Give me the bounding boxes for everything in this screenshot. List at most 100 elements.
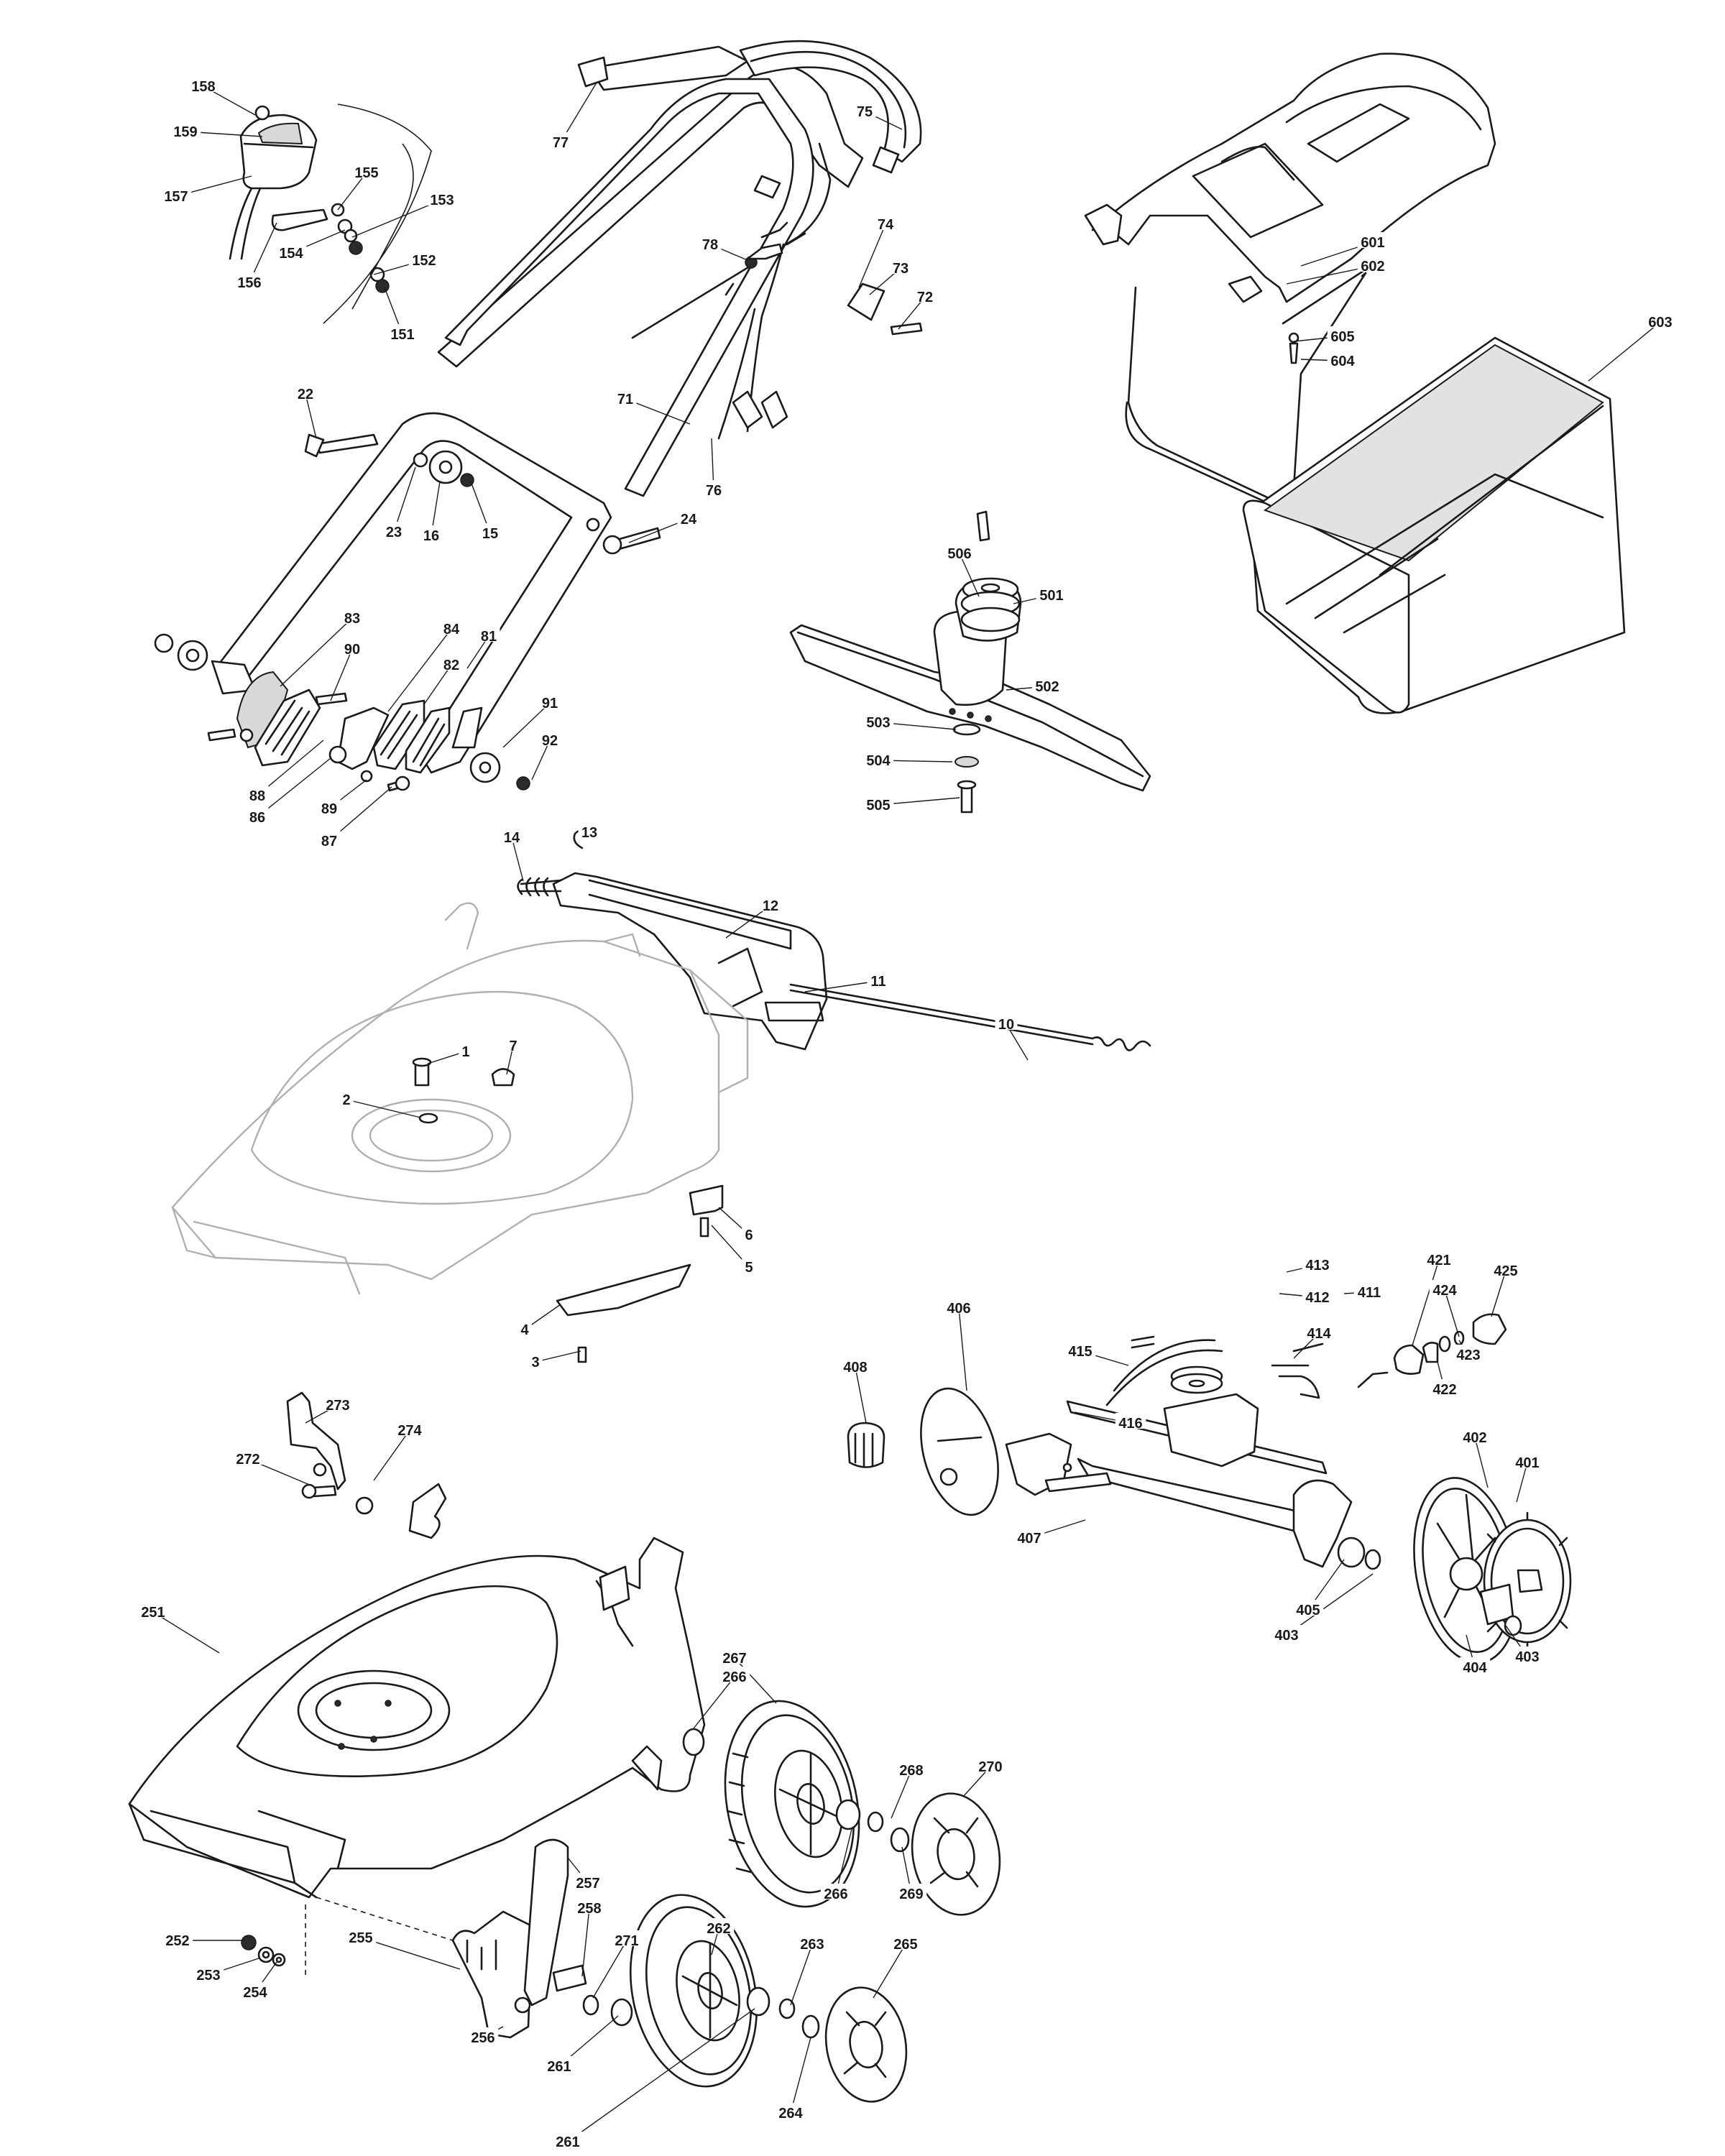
callout-label-258: 258: [577, 1901, 601, 1917]
callout-label-87: 87: [321, 834, 337, 849]
callout-label-425: 425: [1494, 1263, 1517, 1279]
callout-label-501: 501: [1039, 588, 1063, 604]
callout-label-77: 77: [553, 135, 569, 151]
callout-label-405: 405: [1296, 1603, 1320, 1618]
leader-line-155: [337, 172, 367, 211]
callout-label-156: 156: [237, 275, 261, 291]
grass-box-lid: [1084, 52, 1496, 303]
callout-label-75: 75: [857, 104, 873, 120]
leader-line-266: [835, 1828, 852, 1894]
callout-label-83: 83: [344, 611, 360, 627]
callout-bg-401: [1512, 1452, 1543, 1468]
callout-bg-506: [944, 543, 975, 559]
callout-label-252: 252: [165, 1933, 189, 1949]
callout-bg-602: [1357, 256, 1389, 272]
callout-bg-155: [351, 162, 382, 178]
callout-bg-266: [719, 1667, 750, 1682]
callout-label-262: 262: [707, 1921, 730, 1937]
leader-line-274: [373, 1429, 410, 1481]
callout-label-601: 601: [1361, 235, 1384, 251]
callout-bg-156: [234, 272, 265, 288]
callout-bg-253: [193, 1965, 224, 1981]
callout-label-413: 413: [1305, 1258, 1329, 1273]
callout-bg-408: [840, 1357, 871, 1373]
callout-bg-403: [1512, 1646, 1543, 1662]
callout-bg-72: [914, 287, 937, 303]
callout-label-13: 13: [581, 825, 597, 841]
callout-label-602: 602: [1361, 259, 1384, 275]
callout-label-16: 16: [423, 528, 439, 544]
leader-line-263: [790, 1943, 813, 2006]
callout-label-86: 86: [249, 810, 265, 826]
callout-label-406: 406: [947, 1301, 970, 1317]
callout-label-3: 3: [531, 1355, 539, 1370]
callout-bg-425: [1490, 1261, 1522, 1276]
callout-label-1: 1: [461, 1044, 469, 1060]
callout-label-266: 266: [824, 1886, 847, 1902]
callout-bg-502: [1031, 676, 1063, 692]
leader-line-266: [693, 1676, 735, 1729]
leader-line-3: [535, 1350, 581, 1363]
callout-bg-7: [506, 1036, 520, 1051]
leader-line-424: [1444, 1289, 1460, 1337]
callout-bg-159: [170, 121, 201, 137]
callout-bg-273: [322, 1395, 354, 1411]
upper-handle: [437, 40, 922, 497]
callout-bg-261: [543, 2056, 575, 2072]
callout-label-401: 401: [1515, 1455, 1539, 1471]
leader-line-14: [511, 837, 524, 882]
callout-label-255: 255: [349, 1930, 372, 1946]
rear-wheel: [682, 1700, 1001, 1916]
callout-label-261: 261: [547, 2059, 571, 2075]
leader-line-83: [280, 617, 353, 687]
deck-outline: [171, 902, 749, 1295]
callout-bg-274: [394, 1420, 426, 1436]
callout-label-411: 411: [1358, 1285, 1381, 1301]
callout-label-251: 251: [141, 1605, 165, 1621]
callout-bg-269: [896, 1884, 927, 1899]
callout-label-267: 267: [722, 1651, 746, 1667]
callout-label-89: 89: [321, 801, 337, 817]
callout-bg-404: [1459, 1657, 1491, 1673]
callout-label-265: 265: [893, 1937, 917, 1953]
callout-label-257: 257: [576, 1876, 599, 1892]
leader-line-84: [387, 628, 452, 712]
callout-label-159: 159: [173, 124, 197, 140]
leader-line-265: [873, 1943, 906, 1999]
callout-bg-158: [188, 76, 219, 92]
callout-bg-24: [677, 509, 700, 525]
callout-label-503: 503: [866, 715, 890, 731]
callout-bg-266: [820, 1884, 852, 1899]
leader-line-403: [1286, 1573, 1374, 1636]
callout-bg-405: [1292, 1600, 1324, 1616]
callout-label-603: 603: [1648, 315, 1672, 331]
callout-label-274: 274: [397, 1423, 422, 1439]
callout-bg-5: [742, 1257, 756, 1273]
callout-label-153: 153: [430, 193, 454, 208]
callout-bg-92: [538, 730, 561, 746]
callout-bg-14: [500, 827, 523, 843]
callout-bg-12: [759, 895, 782, 911]
front-height-adjust: [241, 1838, 587, 2039]
leader-line-425: [1491, 1270, 1506, 1317]
callout-label-415: 415: [1068, 1344, 1092, 1360]
callout-label-404: 404: [1463, 1660, 1487, 1676]
grass-box-frame: [1125, 268, 1367, 508]
callout-bg-16: [420, 525, 443, 541]
leader-line-408: [855, 1366, 867, 1424]
grass-box-bag: [1242, 336, 1626, 714]
callout-label-14: 14: [504, 830, 520, 846]
callout-label-74: 74: [878, 217, 894, 233]
leader-line-2: [346, 1099, 421, 1118]
callout-label-6: 6: [745, 1227, 753, 1243]
leader-line-91: [502, 702, 551, 748]
callout-label-273: 273: [326, 1398, 349, 1414]
callout-bg-82: [440, 655, 463, 671]
callout-label-407: 407: [1017, 1531, 1041, 1547]
callout-bg-77: [549, 132, 572, 148]
callout-bg-152: [408, 250, 440, 266]
callout-label-11: 11: [870, 974, 886, 990]
callout-bg-422: [1429, 1379, 1460, 1395]
callout-label-253: 253: [196, 1968, 220, 1984]
callout-bg-87: [318, 831, 341, 847]
